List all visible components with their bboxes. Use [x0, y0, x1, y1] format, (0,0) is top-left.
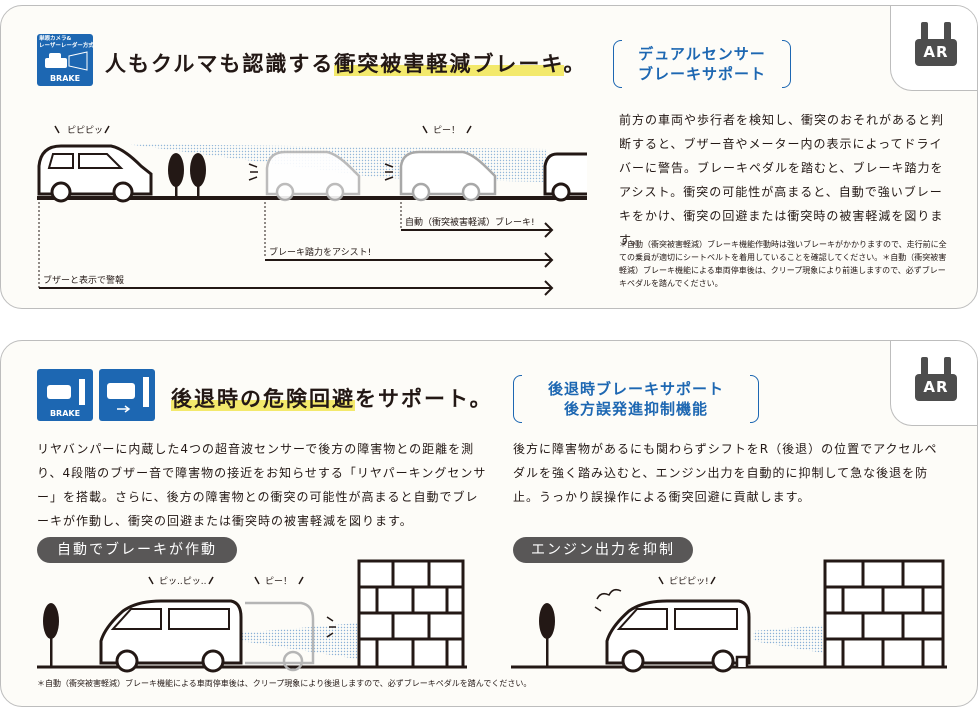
tree-icon [168, 153, 206, 198]
ar-label-2: AR [915, 374, 957, 401]
reverse-scene-illustration [37, 559, 947, 673]
car-ahead-icon [543, 152, 587, 202]
feature2-name-line2: 後方誤発進抑制機能 [563, 400, 708, 418]
arrow-label-brake-assist: ブレーキ踏力をアシスト! [269, 248, 372, 258]
section2-footnote: ＊自動（衝突被害軽減）ブレーキ機能による車両停車後は、クリープ現象により後退しま… [37, 679, 532, 688]
feature2-name-line1: 後退時ブレーキサポート [547, 380, 724, 398]
sound-marks [54, 125, 472, 181]
engine-suppress-glyph [107, 377, 149, 413]
sound-left-1: ピッ..ピッ.. [159, 577, 207, 587]
timeline-arrows [39, 222, 554, 296]
tree-icon-right [539, 603, 555, 667]
badge-label: BRAKE [49, 74, 81, 83]
ghost-reversing-car-icon [245, 601, 315, 672]
section1-headline: 人もクルマも認識する衝突被害軽減ブレーキ。 [105, 48, 587, 78]
car-icon-right [605, 599, 751, 673]
tree-icon-left [43, 603, 59, 667]
feature-name-line1: デュアルセンサー [638, 45, 766, 63]
brick-wall-left [357, 559, 465, 669]
badge-small-text: 単眼カメラ& レーザーレーダー方式 [39, 36, 94, 49]
section2-body-left: リヤバンパーに内蔵した4つの超音波センサーで後方の障害物との距離を測り、4段階の… [37, 442, 487, 528]
brick-wall-right [823, 559, 945, 669]
reverse-brake-icon: BRAKE [37, 369, 93, 421]
ar-icon-2[interactable]: AR [915, 357, 957, 401]
sound-right: ピピピッ! [669, 577, 709, 587]
headline2-highlight: 後退時の危険回避 [171, 387, 355, 411]
headline-pre: 人もクルマも認識する [105, 52, 335, 76]
section1-body-text: 前方の車両や歩行者を検知し、衝突のおそれがあると判断すると、ブザー音やメーター内… [619, 113, 945, 247]
section2-body-right: 後方に障害物があるにも関わらずシフトをR（後退）の位置でアクセルペダルを強く踏み… [513, 442, 938, 504]
arrow-label-warning: ブザーと表示で警報 [43, 276, 125, 286]
section2-headline: 後退時の危険回避をサポート。 [171, 383, 493, 413]
timeline-guides [38, 202, 402, 288]
pill-engine-suppress: エンジン出力を抑制 [513, 537, 693, 563]
engine-suppress-icon [99, 369, 155, 421]
arrow-label-auto-brake: 自動（衝突被害軽減）ブレーキ! [405, 218, 535, 228]
headline-post: 。 [563, 52, 587, 76]
sensor-beam-left [241, 623, 357, 659]
car-icon [37, 144, 153, 203]
alert-marks-right [594, 576, 716, 612]
badge-label-2: BRAKE [49, 409, 81, 418]
ar-label: AR [915, 39, 957, 66]
ar-icon[interactable]: AR [915, 22, 957, 66]
feature-name-bracket: デュアルセンサー ブレーキサポート [613, 39, 791, 89]
forward-brake-panel: AR 単眼カメラ& レーザーレーダー方式 BRAKE 人もクルマも認識する衝突被… [0, 5, 978, 309]
ghost-car-icon-2 [399, 150, 497, 202]
reverse-brake-panel: AR BRAKE 後退時の危険回避をサポート。 後退時ブレーキサポート 後方誤発… [0, 340, 978, 707]
feature-name-bracket-2: 後退時ブレーキサポート 後方誤発進抑制機能 [513, 374, 759, 424]
ar-corner: AR [890, 6, 977, 91]
forward-scene-illustration [37, 125, 587, 296]
car-sensor-glyph [45, 51, 88, 71]
pill-auto-brake: 自動でブレーキが作動 [37, 537, 237, 563]
reverse-car-glyph [47, 379, 85, 405]
sound-left-2: ピー！ [265, 577, 293, 587]
section1-note: ＊自動（衝突被害軽減）ブレーキ機能作動時は強いブレーキがかかりますので、走行前に… [619, 240, 947, 288]
feature-name-line2: ブレーキサポート [637, 65, 766, 83]
sound-label-1: ピピピッ [67, 126, 104, 136]
headline2-post: をサポート。 [355, 387, 493, 411]
sensor-beam-right [753, 625, 823, 653]
sound-label-2: ピー！ [433, 126, 461, 136]
sound-marks-left [148, 576, 336, 638]
reversing-car-icon [99, 599, 243, 673]
brake-sensor-icon: 単眼カメラ& レーザーレーダー方式 BRAKE [37, 34, 94, 86]
ar-corner-2: AR [890, 341, 977, 426]
headline-highlight: 衝突被害軽減ブレーキ [334, 52, 564, 76]
ghost-car-icon [265, 150, 361, 202]
